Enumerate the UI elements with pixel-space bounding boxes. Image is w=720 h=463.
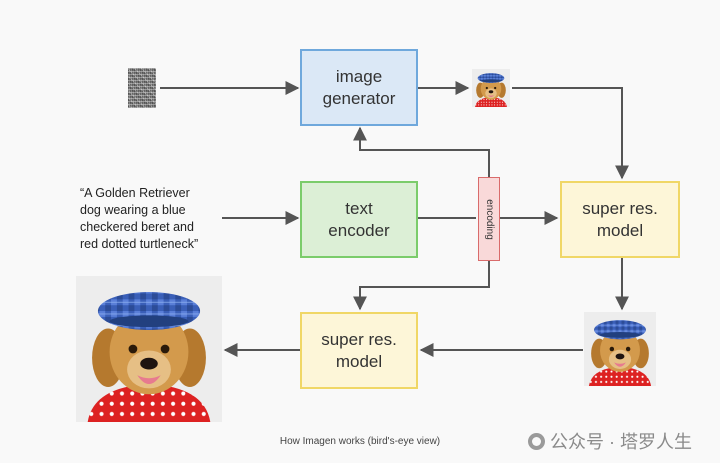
image-generator-box: image generator [300,49,418,126]
low-res-dog-image [472,69,510,107]
watermark-text: 公众号 · 塔罗人生 [550,432,692,452]
encoding-box: encoding [478,177,500,261]
arrow-encoding-to-generator [353,126,490,177]
super-res-2-line1: super res. [321,329,397,349]
image-generator-line2: generator [322,88,396,108]
wechat-icon [528,432,545,450]
arrow-encoding-to-superres2 [353,261,490,311]
watermark: 公众号 · 塔罗人生 [528,428,692,454]
figure-caption: How Imagen works (bird's-eye view) [279,436,441,447]
super-res-model-box-1: super res. model [560,181,680,258]
text-encoder-line2: encoder [328,220,390,240]
noise-image [128,68,156,108]
prompt-line: “A Golden Retriever [80,186,190,200]
super-res-2-line2: model [335,351,383,371]
prompt-line: dog wearing a blue [80,203,186,217]
mid-res-dog-image [584,312,656,386]
text-prompt: “A Golden Retriever dog wearing a blue c… [80,185,230,253]
prompt-line: checkered beret and [80,220,194,234]
high-res-dog-image [76,276,222,422]
super-res-model-box-2: super res. model [300,312,418,389]
encoding-label: encoding [483,198,495,240]
prompt-line: red dotted turtleneck” [80,237,199,251]
arrow-image-to-superres1 [512,87,629,180]
super-res-1-line2: model [596,220,644,240]
text-encoder-box: text encoder [300,181,418,258]
text-encoder-line1: text [345,198,373,218]
super-res-1-line1: super res. [582,198,658,218]
image-generator-line1: image [335,66,383,86]
